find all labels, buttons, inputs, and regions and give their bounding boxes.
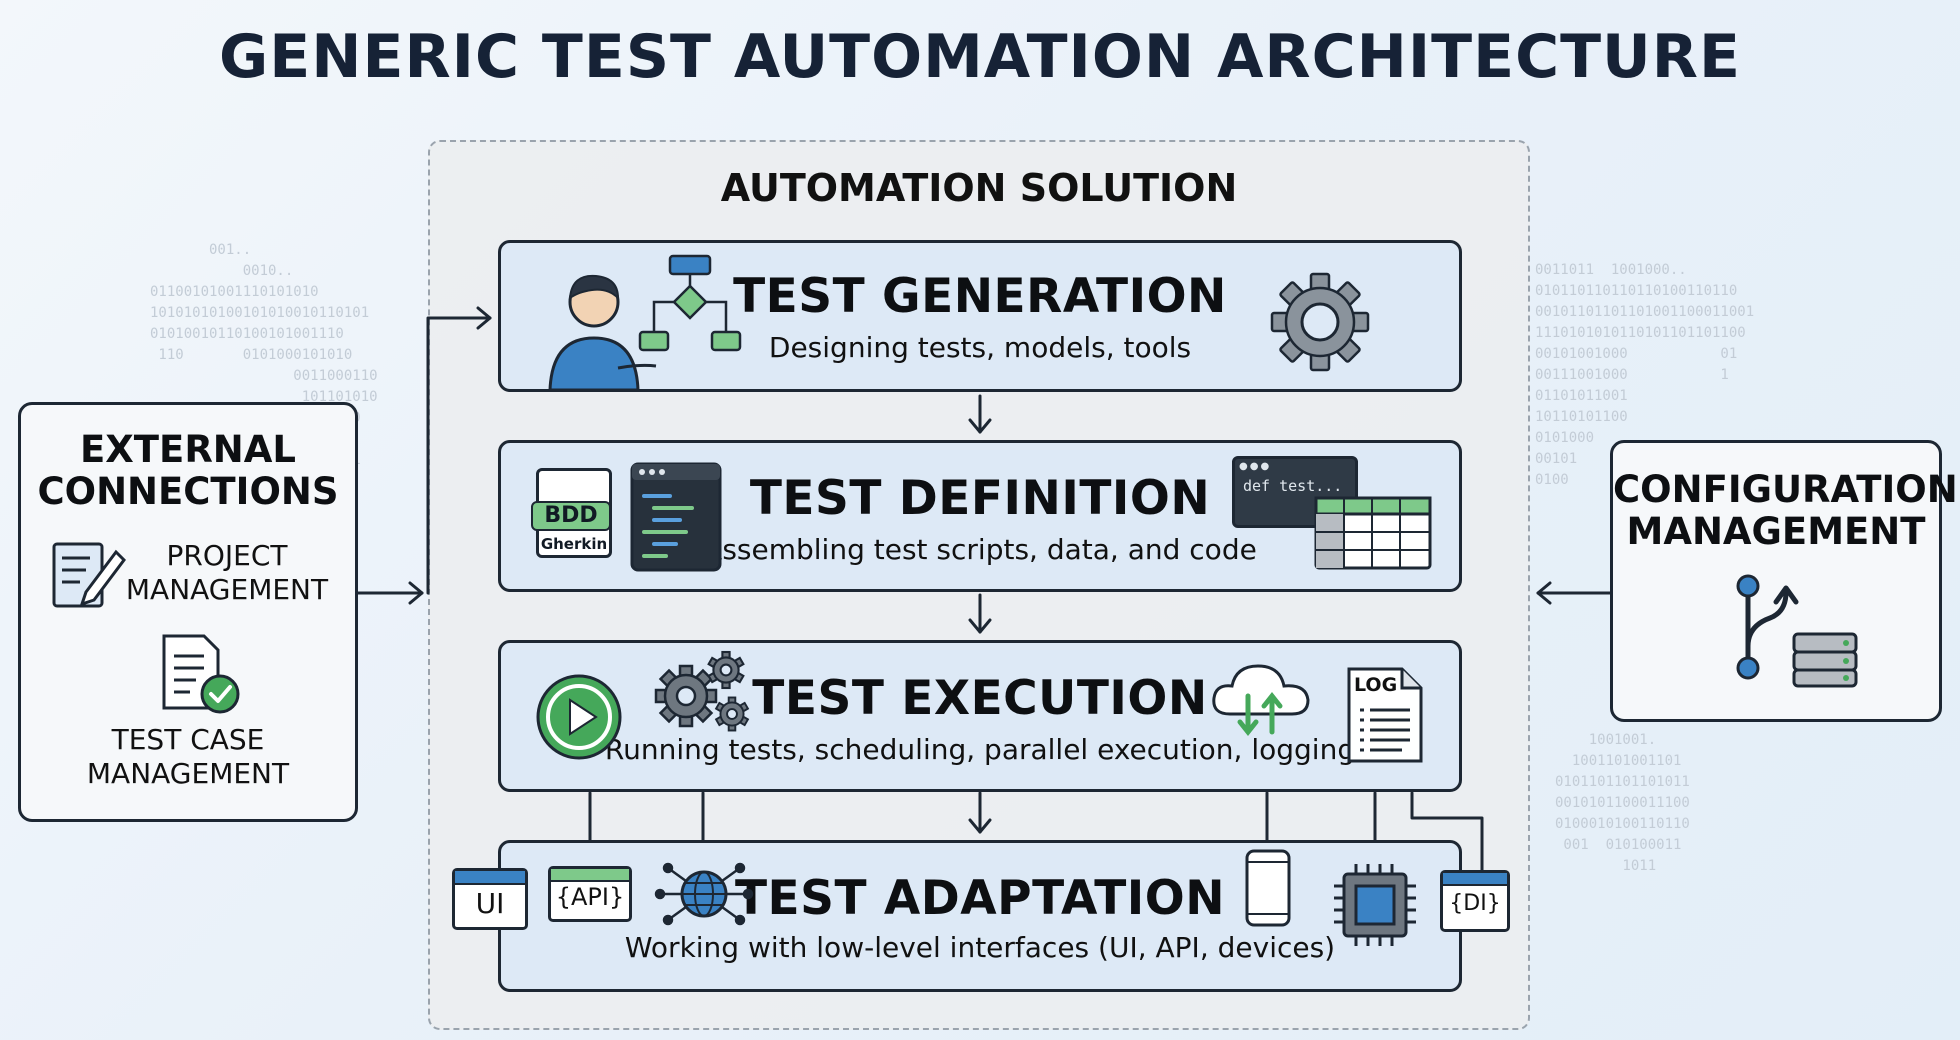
mobile-device-icon xyxy=(1245,849,1291,927)
project-management-line2: MANAGEMENT xyxy=(125,573,329,606)
project-management-line1: PROJECT xyxy=(166,539,288,572)
binary-background-right-low: 1001001. 1001101001101 0101101101101011 … xyxy=(1555,732,1690,874)
layer-title: TEST GENERATION xyxy=(733,269,1227,324)
arrow-external-to-generation xyxy=(426,316,492,595)
cloud-sync-icon xyxy=(1212,664,1310,737)
layer-test-execution: TEST EXECUTION Running tests, scheduling… xyxy=(498,640,1462,792)
layer-subtitle: Working with low-level interfaces (UI, A… xyxy=(624,931,1336,964)
code-editor-icon xyxy=(630,462,722,572)
data-table-icon xyxy=(1314,496,1432,570)
designer-person-icon xyxy=(548,274,657,392)
automation-solution-title: AUTOMATION SOLUTION xyxy=(720,166,1238,210)
config-title-line1: CONFIGURATION xyxy=(1613,468,1958,511)
test-case-management-line1: TEST CASE xyxy=(111,723,265,756)
project-document-pencil-icon xyxy=(52,542,126,608)
api-window-icon: {API} xyxy=(548,866,632,922)
log-file-icon xyxy=(1347,667,1423,763)
arrowhead-2 xyxy=(968,618,992,634)
test-case-checklist-icon xyxy=(162,634,240,714)
config-title-line2: MANAGEMENT xyxy=(1626,510,1926,553)
microchip-icon xyxy=(1334,864,1416,946)
external-title-line2: CONNECTIONS xyxy=(37,470,339,513)
flowchart-icon xyxy=(638,254,742,352)
gherkin-label: Gherkin xyxy=(540,535,608,553)
network-globe-icon xyxy=(654,862,754,926)
layer-test-adaptation: TEST ADAPTATION Working with low-level i… xyxy=(498,840,1462,992)
diagram-title: GENERIC TEST AUTOMATION ARCHITECTURE xyxy=(219,22,1741,92)
di-label: {DI} xyxy=(1449,891,1501,916)
binary-background-right: 0011011 1001000.. 0101101101101101001101… xyxy=(1535,262,1755,488)
layer-test-generation: TEST GENERATION Designing tests, models,… xyxy=(498,240,1462,392)
arrowhead-1 xyxy=(968,418,992,434)
bdd-label: BDD xyxy=(531,501,611,531)
ui-window-icon: UI xyxy=(452,868,528,930)
device-interface-window-icon: {DI} xyxy=(1440,870,1510,932)
version-control-branch-icon xyxy=(1736,574,1858,688)
play-icon xyxy=(536,674,622,760)
layer-subtitle: Assembling test scripts, data, and code xyxy=(703,533,1257,566)
layer-subtitle: Running tests, scheduling, parallel exec… xyxy=(604,733,1356,766)
log-label: LOG xyxy=(1354,674,1398,696)
arrowhead-3 xyxy=(968,818,992,834)
ui-label: UI xyxy=(475,887,505,920)
code-snippet-text: def test... xyxy=(1243,477,1343,495)
external-connections-box: EXTERNAL CONNECTIONS PROJECT MANAGEMENT … xyxy=(18,402,358,822)
api-label: {API} xyxy=(555,883,625,911)
layer-title: TEST DEFINITION xyxy=(749,471,1211,526)
test-case-management-line2: MANAGEMENT xyxy=(86,757,290,790)
gears-icon xyxy=(654,650,750,732)
layer-subtitle: Designing tests, models, tools xyxy=(768,331,1192,364)
configuration-management-box: CONFIGURATION MANAGEMENT xyxy=(1610,440,1958,722)
layer-title: TEST EXECUTION xyxy=(752,671,1208,726)
gear-icon xyxy=(1270,272,1370,372)
bdd-gherkin-file-icon: BDD Gherkin xyxy=(531,468,612,558)
layer-title: TEST ADAPTATION xyxy=(734,871,1226,926)
external-title-line1: EXTERNAL xyxy=(80,428,296,471)
